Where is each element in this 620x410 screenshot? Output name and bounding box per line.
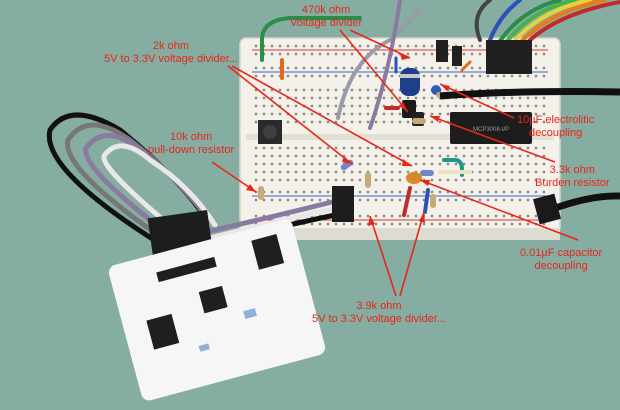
annotation-3-3k-line2: Burden resistor xyxy=(535,177,610,189)
annotation-2k-ohm: 2k ohm 5V to 3.3V voltage divider... xyxy=(104,40,238,66)
electrolytic-capacitor xyxy=(400,68,420,96)
arrow-heads xyxy=(246,54,450,226)
annotation-3-9k-line2: 5V to 3.3V voltage divider... xyxy=(312,313,446,325)
adc-chip: MCP3008-I/P xyxy=(450,112,532,144)
power-cable xyxy=(439,88,620,100)
annotation-10uf-line1: 10µF electrolitic xyxy=(517,114,595,126)
annotation-2k-line1: 2k ohm xyxy=(152,40,189,52)
annotation-10k-ohm: 10k ohm pull-down resistor xyxy=(148,131,234,157)
ribbon-cable xyxy=(474,0,620,46)
annotation-3-9k-ohm: 3.9k ohm 5V to 3.3V voltage divider... xyxy=(312,300,446,326)
annotation-0-01uf-line1: 0.01µF capacitor xyxy=(520,247,603,259)
annotation-10uf-capacitor: 10µF electrolitic decoupling xyxy=(517,114,594,140)
annotation-0-01uf-capacitor: 0.01µF capacitor decoupling xyxy=(520,247,602,273)
annotation-arrows xyxy=(211,29,579,297)
breadboard xyxy=(239,37,561,240)
annotation-10uf-line2: decoupling xyxy=(529,127,583,139)
annotation-0-01uf-line2: decoupling xyxy=(534,260,588,272)
header-connectors xyxy=(436,40,532,74)
annotation-10k-line1: 10k ohm xyxy=(170,131,213,143)
annotation-3-9k-line1: 3.9k ohm xyxy=(356,300,402,312)
chip-marking: MCP3008-I/P xyxy=(473,127,509,133)
annotation-10k-line2: pull-down resistor xyxy=(148,144,235,156)
sensor-board xyxy=(108,219,326,401)
annotation-2k-line2: 5V to 3.3V voltage divider... xyxy=(104,53,238,65)
disc-capacitor xyxy=(406,172,422,184)
annotation-470k-line2: Voltage divider xyxy=(290,17,363,29)
annotation-470k-line1: 470k ohm xyxy=(301,4,351,16)
jumper-wires xyxy=(260,0,472,217)
annotation-470k-ohm: 470k ohm Voltage divider xyxy=(290,4,362,30)
push-button xyxy=(258,120,282,144)
annotation-3-3k-line1: 3.3k ohm xyxy=(549,164,595,176)
annotation-3-3k-ohm: 3.3k ohm Burden resistor xyxy=(535,164,610,190)
jumper-housing-breadboard xyxy=(332,186,354,222)
